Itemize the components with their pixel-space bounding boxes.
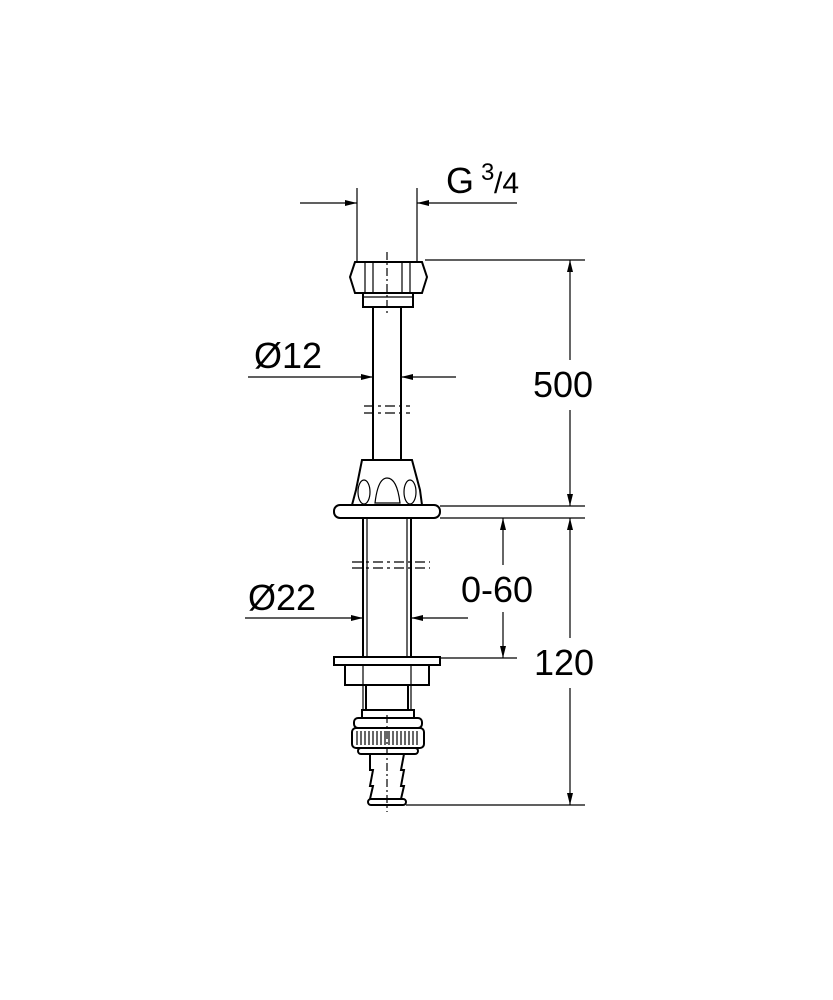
sleeve xyxy=(352,518,430,657)
adjust-range-label: 0-60 xyxy=(461,569,533,610)
thread-label-sup: 3 xyxy=(481,159,494,186)
thread-label: G xyxy=(446,160,474,201)
top-nut xyxy=(348,252,429,314)
pipe-diameter-label: Ø12 xyxy=(254,335,322,376)
length-upper-label: 500 xyxy=(533,364,593,405)
thread-dimension xyxy=(300,188,517,262)
rosette xyxy=(333,459,441,519)
thread-label-sub: /4 xyxy=(494,167,519,200)
sleeve-diameter-label: Ø22 xyxy=(248,577,316,618)
upper-pipe xyxy=(364,307,410,460)
dimension-lines xyxy=(245,259,585,806)
length-lower-label: 120 xyxy=(534,642,594,683)
lower-fitting xyxy=(333,656,441,812)
